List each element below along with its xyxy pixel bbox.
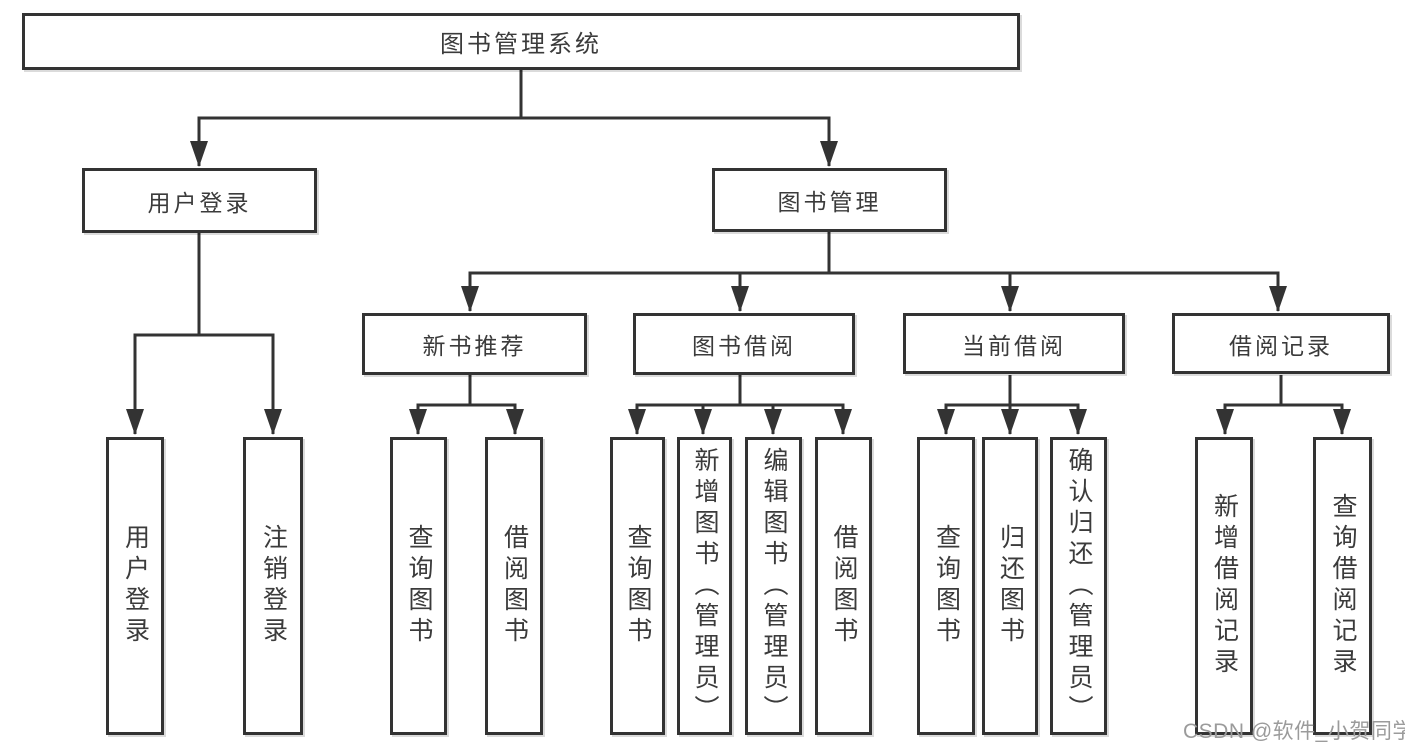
- leaf-cb-query-books-label: 查询图书: [932, 524, 961, 648]
- leaf-cb-query-books: 查询图书: [917, 437, 975, 735]
- leaf-nbr-borrow-books-label: 借阅图书: [500, 524, 529, 648]
- node-book-borrow: 图书借阅: [633, 313, 855, 375]
- leaf-bb-edit-books-admin: 编辑图书（管理员）: [745, 437, 802, 735]
- watermark: CSDN @软件_小贺同学: [1183, 720, 1405, 743]
- leaf-nbr-borrow-books: 借阅图书: [485, 437, 543, 735]
- node-root-label: 图书管理系统: [440, 31, 602, 58]
- leaf-bb-query-books: 查询图书: [610, 437, 665, 735]
- leaf-bb-borrow-books-label: 借阅图书: [830, 524, 858, 648]
- leaf-user-login-label: 用户登录: [121, 524, 150, 648]
- node-book-borrow-label: 图书借阅: [692, 333, 796, 359]
- leaf-rec-add-borrow-record: 新增借阅记录: [1195, 437, 1253, 735]
- node-current-borrow: 当前借阅: [903, 313, 1125, 374]
- node-root: 图书管理系统: [22, 13, 1020, 70]
- leaf-bb-add-books-admin-label: 新增图书（管理员）: [691, 446, 719, 726]
- node-current-borrow-label: 当前借阅: [962, 332, 1066, 359]
- leaf-cb-confirm-return-admin-label: 确认归还（管理员）: [1065, 446, 1093, 726]
- leaf-cb-return-books-label: 归还图书: [996, 524, 1025, 648]
- leaf-rec-add-borrow-record-label: 新增借阅记录: [1210, 493, 1239, 679]
- leaf-logout: 注销登录: [243, 437, 303, 735]
- leaf-rec-query-borrow-record-label: 查询借阅记录: [1329, 493, 1357, 679]
- leaf-bb-borrow-books: 借阅图书: [815, 437, 872, 735]
- node-book-mgmt-label: 图书管理: [777, 189, 882, 215]
- leaf-cb-return-books: 归还图书: [982, 437, 1038, 735]
- node-borrow-records-label: 借阅记录: [1229, 332, 1333, 359]
- leaf-nbr-query-books-label: 查询图书: [405, 524, 433, 648]
- node-book-mgmt: 图书管理: [712, 168, 947, 232]
- leaf-nbr-query-books: 查询图书: [390, 437, 447, 735]
- leaf-bb-query-books-label: 查询图书: [624, 524, 652, 648]
- node-user-login: 用户登录: [82, 168, 317, 233]
- leaf-user-login: 用户登录: [106, 437, 164, 735]
- leaf-cb-confirm-return-admin: 确认归还（管理员）: [1050, 437, 1107, 735]
- node-new-book-rec-label: 新书推荐: [422, 333, 527, 359]
- leaf-rec-query-borrow-record: 查询借阅记录: [1313, 437, 1372, 735]
- leaf-bb-edit-books-admin-label: 编辑图书（管理员）: [760, 446, 788, 726]
- node-user-login-label: 用户登录: [147, 189, 252, 216]
- node-borrow-records: 借阅记录: [1172, 313, 1390, 374]
- node-new-book-rec: 新书推荐: [362, 313, 587, 375]
- leaf-bb-add-books-admin: 新增图书（管理员）: [677, 437, 732, 735]
- leaf-logout-label: 注销登录: [259, 524, 288, 648]
